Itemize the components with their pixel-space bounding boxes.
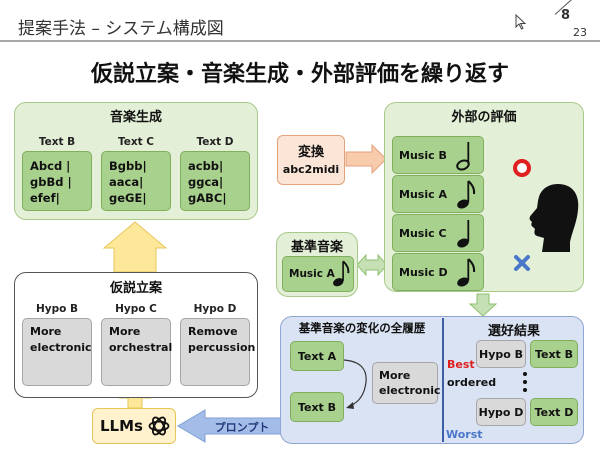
- reference-music-title: 基準音楽: [290, 240, 343, 255]
- arrow-hypothesis-to-generation: [102, 221, 168, 273]
- hypo-d-text: percussion: [188, 341, 256, 354]
- music-a-label: Music A: [399, 187, 447, 201]
- text-c-line: Bgbb|: [109, 159, 147, 173]
- music-d-label: Music D: [399, 265, 448, 279]
- pref-hypo-b-box: Hypo B: [476, 340, 526, 368]
- llm-box: [92, 408, 176, 444]
- history-text-a-box: Text A: [290, 341, 344, 371]
- eighth-note-icon: [457, 180, 476, 209]
- best-label: Best: [447, 358, 475, 371]
- history-change-text: electronic: [379, 384, 441, 397]
- convert-box: [277, 135, 345, 185]
- text-d-line: gABC|: [188, 191, 227, 205]
- hypo-b-box: More electronic: [22, 318, 92, 386]
- eighth-note-icon: [333, 260, 350, 287]
- text-c-box: Bgbb| aaca| geGE|: [101, 151, 171, 211]
- hypo-c-text: orchestral: [109, 341, 173, 354]
- prompt-label: プロンプト: [214, 421, 270, 434]
- text-d-line: ggca|: [188, 175, 224, 189]
- slide-header-title: 提案手法 – システム構成図: [18, 19, 224, 39]
- hypothesis-title: 仮説立案: [109, 281, 162, 296]
- arrow-reference-eval: [356, 253, 388, 277]
- pref-text-b-box: Text B: [530, 340, 578, 368]
- history-title: 基準音楽の変化の全履歴: [298, 321, 426, 335]
- text-b-label: Text B: [38, 136, 76, 148]
- hypo-b-text: electronic: [30, 341, 92, 354]
- page-number-total: 23: [573, 26, 587, 39]
- music-b-label: Music B: [399, 148, 447, 162]
- hypo-d-label: Hypo D: [193, 303, 237, 315]
- text-b-line: efef|: [30, 191, 60, 205]
- music-generation-title: 音楽生成: [109, 110, 162, 125]
- music-a-box: Music A: [392, 175, 484, 213]
- text-c-label: Text C: [117, 136, 155, 148]
- llm-label: LLMs: [100, 417, 143, 435]
- hypo-d-text: Remove: [188, 325, 238, 338]
- hypo-b-text: More: [30, 325, 62, 338]
- quarter-note-icon: [457, 220, 470, 248]
- pref-hypo-b-label: Hypo B: [478, 347, 524, 361]
- slide-main-title: 仮説立案・音楽生成・外部評価を繰り返す: [90, 62, 509, 87]
- pref-ellipsis: [522, 372, 528, 396]
- text-b-line: Abcd |: [30, 159, 71, 173]
- reference-music-a-box: Music A: [282, 256, 354, 292]
- pref-text-d-box: Text D: [530, 398, 578, 426]
- arrow-convert-to-eval: [345, 143, 387, 175]
- half-note-icon: [456, 142, 470, 171]
- history-text-b-box: Text B: [290, 392, 344, 422]
- history-text-b-label: Text B: [297, 400, 337, 414]
- bad-cross-icon: [514, 255, 530, 271]
- reference-music-a-label: Music A: [289, 268, 335, 280]
- text-d-line: acbb|: [188, 159, 224, 173]
- music-c-label: Music C: [399, 226, 447, 240]
- text-d-box: acbb| ggca| gABC|: [180, 151, 250, 211]
- convert-title: 変換: [297, 145, 324, 160]
- mouse-cursor-icon: [515, 14, 527, 30]
- openai-logo-icon: [148, 416, 170, 436]
- good-circle-icon: [513, 159, 531, 177]
- header-divider: [0, 40, 600, 42]
- text-d-label: Text D: [196, 136, 234, 148]
- hypo-d-box: Remove percussion: [180, 318, 256, 386]
- arrow-prompt-to-llm: [177, 409, 283, 443]
- history-text-a-label: Text A: [297, 349, 337, 363]
- arrow-eval-to-preference: [468, 293, 498, 317]
- human-listener-icon: [529, 184, 579, 252]
- music-d-box: Music D: [392, 253, 484, 291]
- history-change-box: More electronic: [372, 362, 441, 404]
- convert-tool-label: abc2midi: [282, 163, 340, 176]
- eighth-note-icon: [457, 258, 476, 287]
- page-number-current: 8: [561, 8, 571, 23]
- hypo-c-text: More: [109, 325, 141, 338]
- preference-title: 選好結果: [487, 324, 540, 339]
- text-c-line: geGE|: [109, 191, 147, 205]
- hypo-b-label: Hypo B: [35, 303, 79, 315]
- ordered-label: ordered: [447, 376, 497, 389]
- music-c-box: Music C: [392, 214, 484, 252]
- pref-text-b-label: Text B: [534, 347, 574, 361]
- pref-hypo-d-label: Hypo D: [478, 405, 524, 419]
- panel-divider: [442, 318, 444, 442]
- worst-label: Worst: [446, 428, 483, 441]
- pref-text-d-label: Text D: [534, 405, 574, 419]
- external-evaluation-title: 外部の評価: [451, 110, 517, 125]
- text-c-line: aaca|: [109, 175, 144, 189]
- text-b-box: Abcd | gbBd | efef|: [22, 151, 92, 211]
- hypo-c-box: More orchestral: [101, 318, 173, 386]
- history-curved-arrow: [343, 359, 367, 409]
- pref-hypo-d-box: Hypo D: [476, 398, 526, 426]
- text-b-line: gbBd |: [30, 175, 72, 189]
- history-change-text: More: [379, 369, 411, 382]
- hypo-c-label: Hypo C: [115, 303, 157, 315]
- music-b-box: Music B: [392, 136, 484, 174]
